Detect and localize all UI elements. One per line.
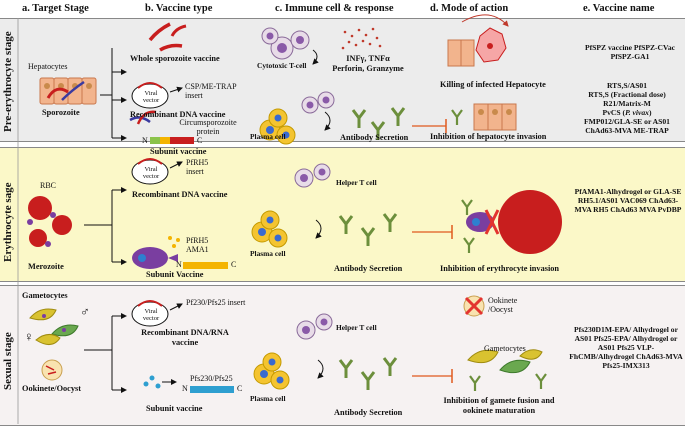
pfrh5-ama1-label: PfRH5 AMA1 xyxy=(186,236,209,255)
whole-sporozoite-icon xyxy=(148,22,187,52)
plasma-cell-icon xyxy=(253,352,290,390)
n-terminal-label-ery: N xyxy=(176,260,182,269)
cytotoxic-t-cell-icon xyxy=(261,27,310,60)
plasma-cell-label: Plasma cell xyxy=(250,132,286,141)
n-terminal-label-sex: N xyxy=(182,384,188,393)
vaccine-name-r21: R21/Matrix-M xyxy=(603,98,651,108)
protected-hepatocyte-icon xyxy=(451,103,517,131)
ookinete-oocyst-label: Ookinete/Oocyst xyxy=(22,384,81,393)
antigen-dots-icon xyxy=(143,375,161,389)
cytokine-dots-icon xyxy=(341,27,382,50)
helper-t-cell-label-ery: Helper T cell xyxy=(336,178,377,187)
header-target-stage: a. Target Stage xyxy=(22,3,89,14)
vaccine-name-pvcs: PvCS (P. vivax) xyxy=(568,107,685,118)
helper-t-cell-icon xyxy=(294,163,331,188)
viral-vector-icon xyxy=(131,300,169,327)
pre-erythrocyte-vaccine-names-1: PfSPZ vaccine PfSPZ-CVac PfSPZ-GA1 xyxy=(585,43,675,61)
pfrh5-insert-label: PfRH5 insert xyxy=(186,158,209,177)
circumsporozoite-protein-label: Circumsporozoite protein xyxy=(179,118,237,137)
recombinant-dna-vaccine-label-ery: Recombinant DNA vaccine xyxy=(132,190,228,199)
viral-vector-icon xyxy=(131,82,169,109)
csp-insert-label: CSP/ME-TRAP insert xyxy=(185,82,237,101)
c-terminal-label-sex: C xyxy=(237,384,243,393)
merozoite-label: Merozoite xyxy=(28,262,64,271)
antibody-secretion-label: Antibody Secretion xyxy=(340,133,409,142)
header-immune-response: c. Immune cell & response xyxy=(275,3,394,14)
erythrocyte-vaccine-names: PfAMA1-Alhydrogel or GLA-SE RH5.1/AS01 V… xyxy=(574,187,682,214)
antibody-icon xyxy=(338,357,398,390)
female-symbol-icon: ♀ xyxy=(24,329,34,344)
hepatocytes-label: Hepatocytes xyxy=(28,62,68,71)
antibody-secretion-label-sex: Antibody Secretion xyxy=(334,408,403,417)
pvcs-suffix: ) xyxy=(648,107,652,117)
header-vaccine-name: e. Vaccine name xyxy=(583,3,655,14)
pfs230-pfs25-label: Pfs230/Pfs25 xyxy=(190,374,233,383)
blocked-ookinete-icon xyxy=(463,295,485,317)
recombinant-dna-vaccine-label: Recombinant DNA vaccine xyxy=(130,110,226,119)
infected-hepatocyte-icon xyxy=(447,14,509,67)
inhibition-gamete-fusion-label: Inhibition of gamete fusion and ookinete… xyxy=(443,396,555,415)
helper-t-cell-icon xyxy=(296,313,333,340)
antibody-secretion-label-ery: Antibody Secretion xyxy=(334,264,403,273)
viral-vector-label-sex: Viral vector xyxy=(142,308,160,323)
pvcs-prefix: PvCS ( xyxy=(602,107,626,117)
erythrocyte-band xyxy=(0,147,685,282)
plasma-cell-icon xyxy=(259,91,335,145)
inhibition-hepatocyte-invasion-label: Inhibition of hepatocyte invasion xyxy=(430,132,547,141)
erythrocyte-invasion-icon xyxy=(461,190,562,254)
subunit-vaccine-label: Subunit vaccine xyxy=(150,147,207,156)
pre-erythrocyte-band xyxy=(0,18,685,142)
rbc-merozoite-icon xyxy=(27,196,72,247)
pvcs-species: P. vivax xyxy=(625,107,649,117)
subunit-vaccine-label-ery: Subunit Vaccine xyxy=(146,270,204,279)
vaccine-name-rtss-as01: RTS,S/AS01 xyxy=(606,81,648,90)
antibody-icon xyxy=(338,213,398,246)
plasma-cell-label-sex: Plasma cell xyxy=(250,394,286,403)
vaccine-name-fmp012: FMP012/GLA-SE or AS01 xyxy=(584,116,670,126)
header-vaccine-type: b. Vaccine type xyxy=(145,3,213,14)
pf230-pfs25-insert-label: Pf230/Pfs25 insert xyxy=(186,298,246,307)
vaccine-name-rtss-fractional: RTS,S (Fractional dose) xyxy=(588,89,666,99)
whole-sporozoite-vaccine-label: Whole sporozoite vaccine xyxy=(130,54,220,63)
cytotoxic-t-cell-label: Cytotoxic T-cell xyxy=(257,61,307,70)
vaccine-name-chad63-me-trap: ChAd63-MVA ME-TRAP xyxy=(585,125,669,135)
gamete-fusion-icon xyxy=(467,349,547,391)
ookinete-oocyst-icon xyxy=(41,359,63,381)
hepatocyte-cells-icon xyxy=(39,77,97,105)
cytokine-label: INFγ, TNFα Perforin, Granzyme xyxy=(332,54,404,73)
inhibition-erythrocyte-invasion-label: Inhibition of erythrocyte invasion xyxy=(440,264,560,273)
subunit-vaccine-label-sex: Subunit vaccine xyxy=(146,404,203,413)
helper-t-cell-label-sex: Helper T cell xyxy=(336,323,377,332)
c-terminal-label: C xyxy=(197,136,203,145)
antibody-icon xyxy=(351,107,406,140)
killing-infected-hepatocyte-label: Killing of infected Hepatocyte xyxy=(440,80,546,89)
male-symbol-icon: ♂ xyxy=(80,304,90,319)
n-terminal-label: N xyxy=(142,136,148,145)
gametocytes-label-2: Gametocytes xyxy=(484,344,526,353)
sexual-band xyxy=(0,285,685,426)
pre-erythrocyte-vaccine-names-2: RTS,S/AS01 RTS,S (Fractional dose) R21/M… xyxy=(568,81,685,136)
plasma-cell-label-ery: Plasma cell xyxy=(250,249,286,258)
sexual-vaccine-names: Pfs230D1M-EPA/ Alhydrogel or AS01 Pfs25-… xyxy=(569,325,683,370)
gametocyte-icon xyxy=(29,308,79,345)
viral-vector-icon xyxy=(131,158,169,185)
viral-vector-label: Viral vector xyxy=(142,90,160,105)
c-terminal-label-ery: C xyxy=(231,260,237,269)
sporozoite-label: Sporozoite xyxy=(42,108,80,117)
header-mode-of-action: d. Mode of action xyxy=(430,3,509,14)
ookinete-oocyst-label-2: Ookinete /Oocyst xyxy=(488,296,518,315)
plasma-cell-icon xyxy=(251,210,288,248)
viral-vector-label-ery: Viral vector xyxy=(142,166,160,181)
gametocytes-label: Gametocytes xyxy=(22,291,68,300)
recombinant-dna-rna-vaccine-label: Recombinant DNA/RNA vaccine xyxy=(141,328,229,347)
rbc-label: RBC xyxy=(40,181,57,190)
merozoite-protein-icon xyxy=(132,236,180,269)
